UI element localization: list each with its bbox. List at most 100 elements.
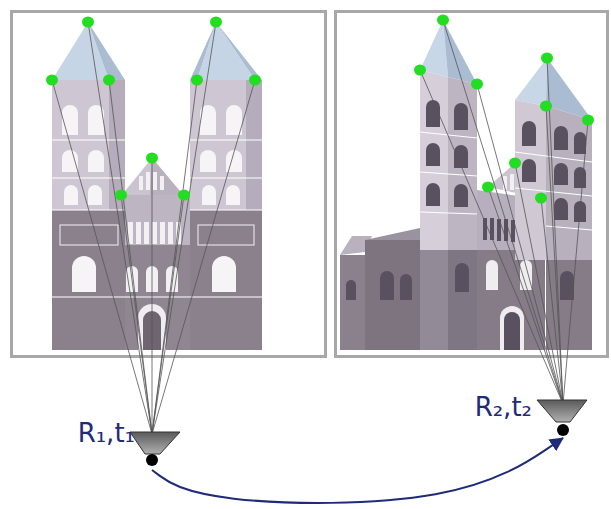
motion-arrow [152,438,563,503]
tower-left [448,77,477,250]
facade-centre [168,222,173,244]
tower-left [64,185,78,205]
tower-right [515,100,546,260]
projection-rays [152,80,255,434]
facade-centre [128,222,181,244]
feature-points [178,190,190,201]
tower-right [190,209,262,210]
side-chapel [340,228,420,350]
projection-rays [121,195,152,434]
tower-right [554,198,568,220]
facade-centre [486,260,498,290]
tower-left [455,263,469,292]
projection-rays [420,70,563,404]
feature-points [82,17,94,28]
projection-rays [541,198,563,404]
tower-left [426,143,440,166]
feature-points [535,193,547,204]
camera-centre [146,454,158,466]
tower-right [522,121,536,146]
tower-right [198,225,254,245]
facade-centre [160,176,164,190]
tower-left [420,20,477,350]
feature-points [249,75,261,86]
camera-frustum [537,400,587,422]
tower-left [72,256,96,292]
tower-right [202,185,216,205]
feature-points [437,15,449,26]
side-chapel [365,228,420,240]
tower-left [62,150,78,172]
tower-left [454,103,468,130]
facade-centre [160,222,165,244]
projection-rays [488,187,563,404]
tower-right [246,80,262,210]
projection-rays [152,22,216,434]
pose-label: R₂,t₂ [472,392,532,423]
tower-left [88,185,102,205]
facade-centre [144,222,149,244]
tower-right [190,139,262,140]
tower-right [190,22,262,350]
feature-points [146,153,158,164]
tower-left [426,100,469,292]
pose-label: R₁,t₁ [75,418,135,449]
cornice [52,296,262,297]
tower-right [574,132,586,154]
tower-right [560,271,574,300]
facade-centre [152,222,157,244]
tower-left [62,105,78,135]
tower-right [554,126,568,150]
left-photo [12,12,326,435]
tower-right [226,105,242,135]
tower-right [190,22,216,80]
facade-centre [136,222,141,244]
side-chapel [400,274,412,300]
facade-centre [490,218,494,240]
tower-left [88,150,104,172]
side-chapel [380,271,394,300]
tower-right [515,58,547,106]
feature-points [414,65,426,76]
facade-centre [150,158,184,196]
tower-right [212,256,236,292]
facade-centre [153,172,157,190]
tower-left [454,145,468,168]
projection-rays [152,80,197,434]
camera-node: R₂,t₂ [470,390,592,438]
feature-points [414,15,594,204]
feature-points [103,75,115,86]
tower-left [420,250,448,350]
tower-left [426,100,440,127]
camera-node: R₁,t₁ [45,412,190,470]
feature-points [540,101,552,112]
tower-right [190,210,262,350]
tower-left [454,184,468,207]
tower-left [52,210,125,350]
facade-centre [146,172,150,190]
projection-rays [563,120,588,404]
projection-rays [52,80,152,434]
tower-left [420,172,477,176]
side-chapel [346,280,356,300]
feature-points [541,53,553,64]
facade-centre [121,158,184,196]
facade-centre [139,176,143,190]
facade-centre [121,195,190,245]
projection-rays [152,158,153,434]
tower-right [200,150,216,172]
feature-points [509,158,521,169]
projection-rays [443,20,563,404]
feature-points [482,182,494,193]
projection-rays [515,163,563,404]
projection-rays [52,22,255,434]
tower-right [574,167,586,188]
facade-centre [500,306,524,350]
right-photo [336,12,608,405]
tower-left [52,139,125,140]
facade-centre [504,312,520,350]
feature-points [191,75,203,86]
side-chapel [365,240,420,350]
